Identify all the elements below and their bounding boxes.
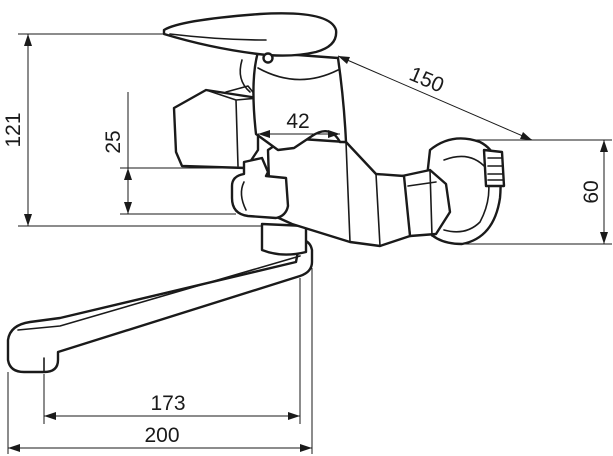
arrow — [124, 168, 132, 180]
arrow — [44, 412, 56, 420]
mixer-body — [266, 136, 412, 248]
thread-lines — [487, 157, 504, 181]
arrow — [288, 412, 300, 420]
arrow — [124, 202, 132, 214]
body-edge-line — [345, 141, 381, 247]
lever-underside — [169, 33, 267, 41]
label-spout-reach: 173 — [150, 392, 185, 415]
lever-handle — [162, 12, 338, 57]
arrow — [520, 132, 532, 140]
flange-inner — [443, 155, 490, 233]
dimension-lines — [7, 33, 612, 454]
spout — [6, 238, 314, 374]
label-overall-length: 200 — [144, 424, 179, 447]
faucet — [6, 12, 506, 374]
dim-line-depth — [337, 55, 533, 141]
label-body-width: 42 — [286, 110, 309, 133]
arrow — [8, 444, 20, 452]
arrow — [24, 34, 32, 46]
hex-nut-facets — [407, 169, 437, 237]
spout-top-line — [17, 255, 301, 331]
label-total-height: 121 — [2, 112, 25, 147]
column-left-edge — [239, 59, 251, 93]
diverter-box — [172, 88, 260, 170]
column-cap-line — [257, 67, 339, 81]
label-lever-height: 25 — [102, 130, 125, 153]
knob-ring — [240, 181, 247, 211]
arrow — [600, 232, 608, 244]
arrow — [338, 56, 350, 64]
lever-screw — [262, 52, 274, 64]
arrow — [300, 444, 312, 452]
arrow — [328, 130, 340, 138]
arrow — [600, 140, 608, 152]
diverter-knob — [230, 156, 290, 220]
dimension-labels: 121 25 42 150 60 173 200 — [2, 63, 603, 447]
arrow — [258, 130, 270, 138]
label-depth: 150 — [406, 63, 447, 98]
spout-collar — [260, 222, 308, 256]
label-connection-height: 60 — [580, 180, 603, 203]
threaded-connector — [482, 148, 506, 188]
diverter-top-face — [205, 89, 259, 167]
arrow — [24, 214, 32, 226]
